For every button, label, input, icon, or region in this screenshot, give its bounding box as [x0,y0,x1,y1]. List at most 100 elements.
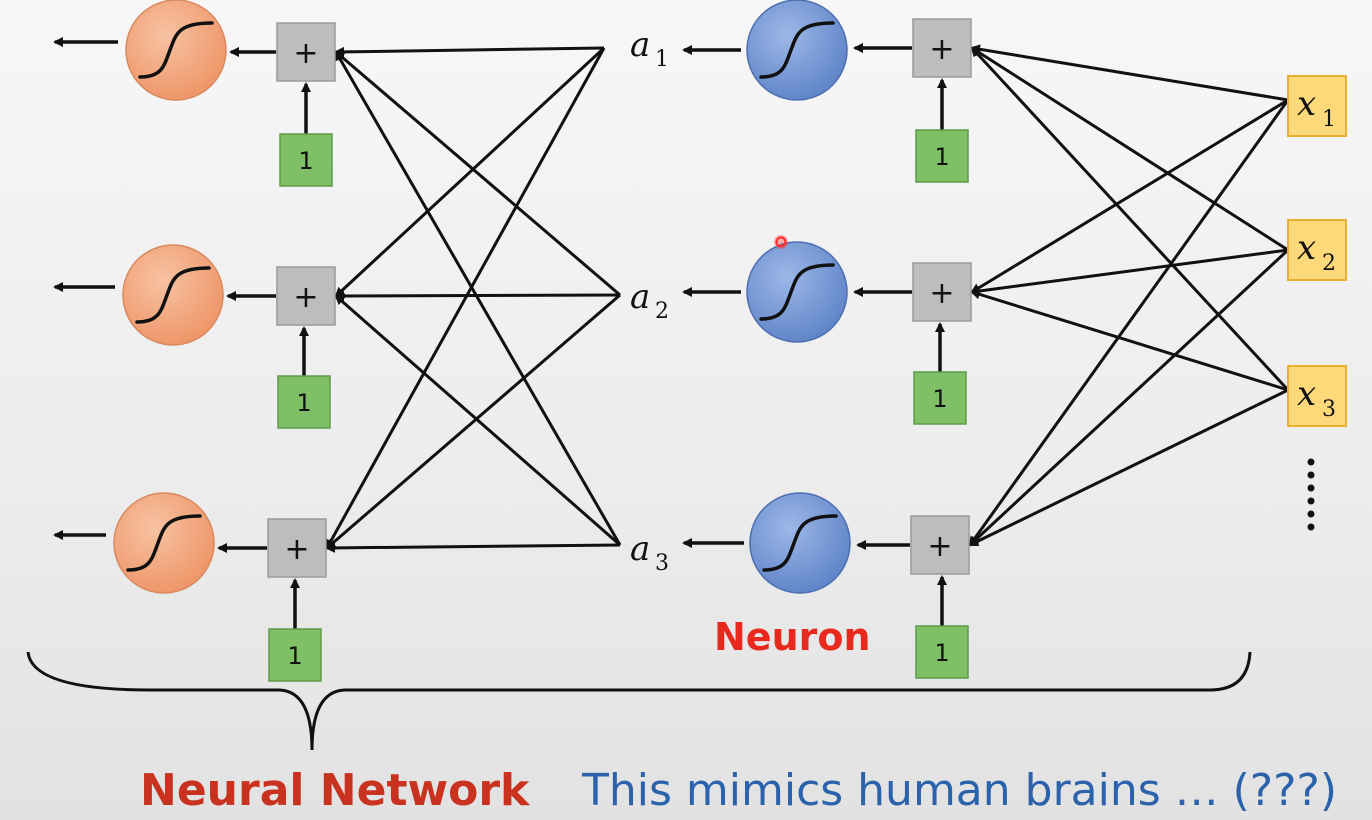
activation-sub-a1: 1 [655,47,669,72]
weight-a3-to-o1 [334,50,622,546]
neuron-label: Neuron [714,615,871,659]
sum-unit-o1-box [276,22,336,82]
activation-var-a1: a [630,25,650,65]
sum-unit-h2: + [912,262,972,322]
activation-label-a1: a 1 [630,25,669,72]
hidden-neuron-2 [746,241,848,343]
output-neuron-2 [122,244,224,346]
weight-x1-to-h1 [970,44,1289,102]
input-var-x1: x [1297,84,1316,124]
input-ellipsis [1307,458,1315,531]
sum-unit-o2: + [276,266,336,326]
weight-a1-to-o1 [334,46,605,57]
bias-unit-o3-value: 1 [287,642,302,670]
input-to-hidden-weights [968,44,1290,547]
sum-unit-h3: + [910,515,970,575]
sum-unit-h2-symbol: + [929,276,954,311]
bias-unit-h1-value: 1 [934,143,949,171]
sum-unit-h1: + [912,18,972,78]
sum-unit-h1-box [912,18,972,78]
bias-unit-o3: 1 [268,628,322,682]
output-neuron-1-body [125,0,227,101]
sigmoid-icon [126,514,202,572]
hidden-to-output-weights [325,46,622,553]
brain-mimic-note: This mimics human brains … (???) [581,765,1337,816]
activation-var-a3: a [630,529,650,569]
sum-unit-h3-box [910,515,970,575]
sum-unit-o3-box [267,518,327,578]
sum-unit-o1-symbol: + [293,36,318,71]
hidden-neuron-2-body [746,241,848,343]
hidden-neuron-3-body [749,492,851,594]
output-neuron-3-body [113,492,215,594]
weight-x1-to-h3 [968,99,1290,547]
sigmoid-icon [759,263,835,321]
bias-unit-o1: 1 [279,133,333,187]
bias-unit-o3-box [268,628,322,682]
activation-var-a2: a [630,277,650,317]
output-neuron-2-body [122,244,224,346]
weight-x2-to-h1 [970,46,1289,252]
sum-unit-o1: + [276,22,336,82]
hidden-neuron-1-body [746,0,848,101]
bias-unit-h3-value: 1 [934,639,949,667]
bias-unit-o2: 1 [277,375,331,429]
input-features: x 1 x 2 x 3 [1287,75,1347,531]
bias-unit-h1: 1 [915,129,969,183]
bias-unit-o1-value: 1 [298,147,313,175]
bias-unit-o2-value: 1 [296,389,311,417]
input-node-x2: x 2 [1287,219,1347,281]
sigmoid-icon [138,21,214,79]
output-neuron-3 [113,492,215,594]
bias-unit-h2-box [913,371,967,425]
weight-a1-to-o3 [325,47,606,550]
sum-unit-o2-box [276,266,336,326]
input-node-x1: x 1 [1287,75,1347,137]
input-sub-x3: 3 [1322,397,1336,422]
sum-unit-h2-box [912,262,972,322]
bias-unit-o2-box [277,375,331,429]
weight-x2-to-h3 [968,248,1290,547]
activation-label-a3: a 3 [630,529,669,576]
signal-arrows [53,37,947,629]
bias-unit-h2-value: 1 [932,385,947,413]
activation-label-a2: a 2 [630,277,669,324]
weight-a2-to-o3 [325,293,621,550]
weight-x3-to-h3 [968,388,1289,547]
sum-unit-h1-symbol: + [929,32,954,67]
input-sub-x2: 2 [1322,251,1336,276]
weight-a3-to-o2 [334,294,621,547]
input-var-x3: x [1297,374,1316,414]
weight-x3-to-h2 [970,289,1289,392]
activation-neurons [113,0,851,594]
bias-unit-h3: 1 [915,625,969,679]
weight-x3-to-h1 [970,46,1290,392]
sum-unit-o3-symbol: + [284,532,309,567]
activation-labels: a 1 a 2 a 3 [630,25,669,576]
weight-a2-to-o1 [334,50,621,297]
bias-unit-o1-box [279,133,333,187]
weight-a1-to-o2 [334,46,606,298]
network-brace [26,651,1252,751]
summation-units: + + + + + + [267,18,972,578]
input-var-x2: x [1297,228,1316,268]
sum-unit-h3-symbol: + [927,529,952,564]
bias-unit-h1-box [915,129,969,183]
sigmoid-icon [135,266,211,324]
input-sub-x1: 1 [1322,107,1336,132]
activation-sub-a3: 3 [655,551,669,576]
bias-units: 1 1 1 1 1 1 [268,129,969,682]
neural-network-label: Neural Network [140,765,531,816]
weight-a3-to-o3 [325,542,621,553]
sigmoid-icon [759,21,835,79]
sigmoid-icon [762,514,838,572]
bias-unit-h3-box [915,625,969,679]
weight-x2-to-h2 [970,248,1289,296]
activation-sub-a2: 2 [655,299,669,324]
sum-unit-o3: + [267,518,327,578]
output-neuron-1 [125,0,227,101]
cursor-pointer [774,235,788,249]
hidden-neuron-3 [749,492,851,594]
hidden-neuron-1 [746,0,848,101]
